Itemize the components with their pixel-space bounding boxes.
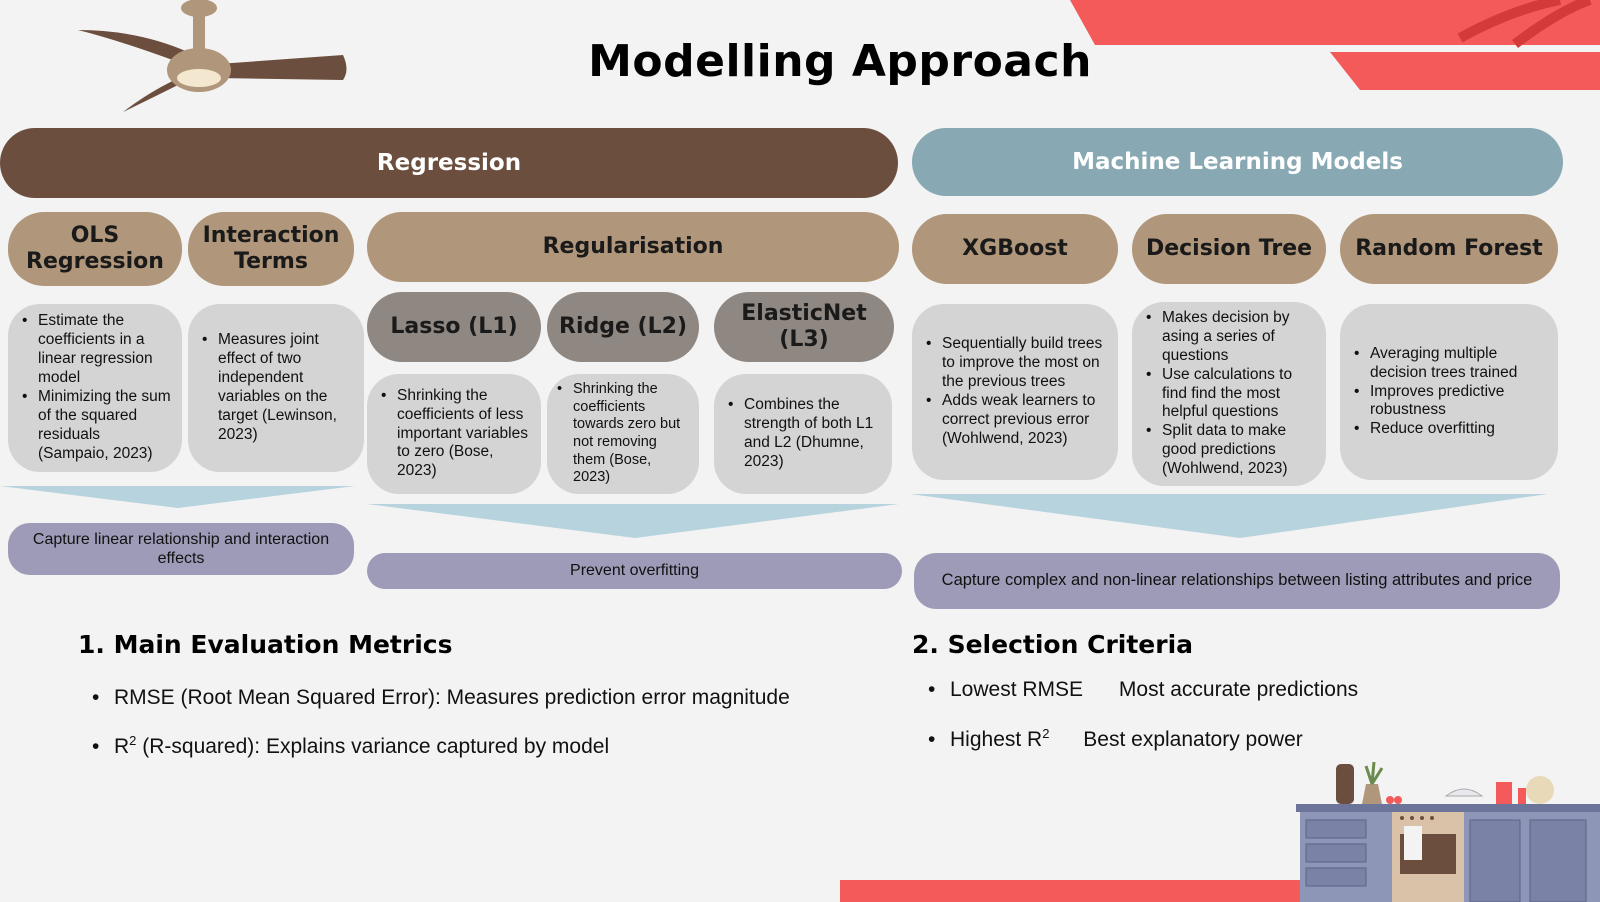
regularisation-result-box: Prevent overfitting <box>367 553 902 589</box>
regression-banner: Regression <box>0 128 898 198</box>
xgboost-pill: XGBoost <box>912 214 1118 284</box>
interaction-card: Measures joint effect of two independent… <box>188 304 364 472</box>
page-title: Modelling Approach <box>588 36 1092 87</box>
arrow-down-icon <box>367 504 899 538</box>
decision-tree-pill: Decision Tree <box>1132 214 1326 284</box>
metric-r2: •R2 (R-squared): Explains variance captu… <box>92 733 610 758</box>
metrics-heading: 1. Main Evaluation Metrics <box>78 630 453 659</box>
list-item: Minimizing the sum of the squared residu… <box>22 388 172 464</box>
list-item: Measures joint effect of two independent… <box>202 331 354 444</box>
list-item: Use calculations to find find the most h… <box>1146 366 1316 423</box>
list-item: Averaging multiple decision trees traine… <box>1354 345 1548 383</box>
elasticnet-pill: ElasticNet (L3) <box>714 292 894 362</box>
list-item: Makes decision by asing a series of ques… <box>1146 309 1316 366</box>
arrow-down-icon <box>910 494 1548 538</box>
lasso-card: Shrinking the coefficients of less impor… <box>367 374 541 494</box>
list-item: Adds weak learners to correct previous e… <box>926 392 1108 449</box>
list-item: Split data to make good predictions (Woh… <box>1146 422 1316 479</box>
ceiling-fan-icon <box>78 0 347 112</box>
decision-tree-card: Makes decision by asing a series of ques… <box>1132 302 1326 486</box>
criteria-rmse: •Lowest RMSE Most accurate predictions <box>928 678 1359 701</box>
list-item: Estimate the coefficients in a linear re… <box>22 312 172 388</box>
decorative-stripes-icon <box>1070 0 1600 90</box>
list-item: Improves predictive robustness <box>1354 383 1548 421</box>
ridge-pill: Ridge (L2) <box>547 292 699 362</box>
criteria-heading: 2. Selection Criteria <box>912 630 1194 659</box>
ml-banner: Machine Learning Models <box>912 128 1563 196</box>
xgboost-card: Sequentially build trees to improve the … <box>912 304 1118 480</box>
list-item: Reduce overfitting <box>1354 420 1548 439</box>
lasso-pill: Lasso (L1) <box>367 292 541 362</box>
random-forest-pill: Random Forest <box>1340 214 1558 284</box>
regularisation-pill: Regularisation <box>367 212 899 282</box>
list-item: Shrinking the coefficients towards zero … <box>557 381 689 487</box>
metric-rmse: •RMSE (Root Mean Squared Error): Measure… <box>92 686 790 709</box>
kitchen-illustration-icon <box>1296 761 1600 902</box>
list-item: Combines the strength of both L1 and L2 … <box>728 396 882 472</box>
criteria-r2: •Highest R2 Best explanatory power <box>928 726 1303 751</box>
random-forest-card: Averaging multiple decision trees traine… <box>1340 304 1558 480</box>
linear-result-box: Capture linear relationship and interact… <box>8 523 354 575</box>
ols-card: Estimate the coefficients in a linear re… <box>8 304 182 472</box>
ml-result-box: Capture complex and non-linear relations… <box>914 553 1560 609</box>
list-item: Sequentially build trees to improve the … <box>926 335 1108 392</box>
list-item: Shrinking the coefficients of less impor… <box>381 387 531 482</box>
elasticnet-card: Combines the strength of both L1 and L2 … <box>714 374 892 494</box>
ridge-card: Shrinking the coefficients towards zero … <box>547 374 699 494</box>
arrow-down-icon <box>0 486 355 508</box>
